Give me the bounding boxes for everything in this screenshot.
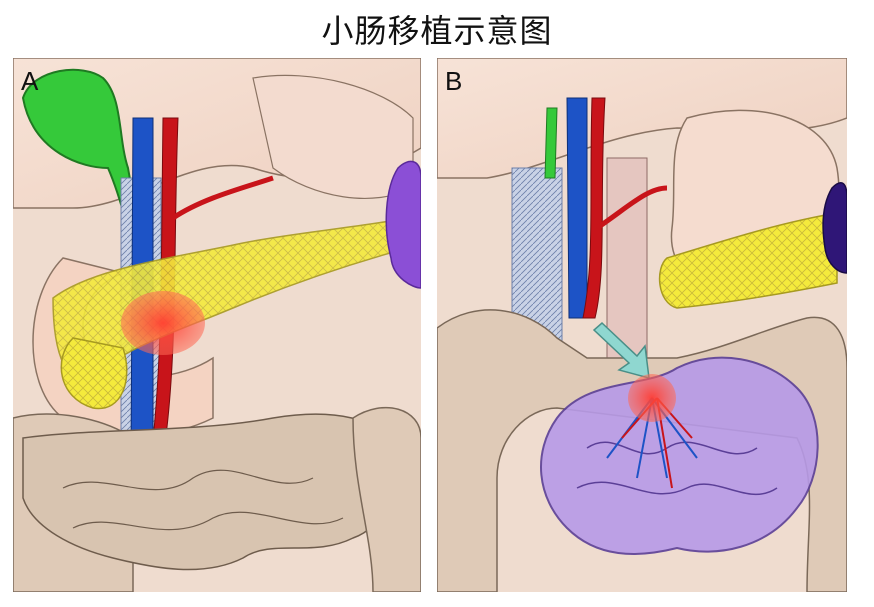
stomach-shape bbox=[252, 74, 414, 199]
panel-b-illustration bbox=[437, 58, 847, 592]
arrow-icon bbox=[592, 321, 650, 380]
figure-title: 小肠移植示意图 bbox=[321, 12, 553, 50]
panel-a-illustration bbox=[13, 58, 421, 592]
spleen-shape bbox=[822, 182, 847, 274]
panel-a: A bbox=[13, 58, 421, 592]
splenic-artery-shape bbox=[171, 175, 274, 221]
spleen-shape bbox=[385, 160, 421, 289]
panel-b-label: B bbox=[445, 66, 463, 96]
pancreas-head-shape bbox=[60, 337, 128, 410]
bile-duct-shape bbox=[544, 107, 558, 179]
splenic-artery-shape bbox=[595, 185, 668, 231]
vein-shape bbox=[566, 97, 588, 319]
panel-a-label: A bbox=[21, 66, 39, 96]
anastomosis-highlight bbox=[628, 374, 676, 422]
pancreas-shape bbox=[658, 212, 838, 309]
panel-b: B bbox=[437, 58, 847, 592]
colon-right-shape bbox=[352, 406, 421, 592]
small-bowel-shape bbox=[22, 413, 397, 571]
graft-shape bbox=[540, 356, 819, 555]
bowel-loops-shape bbox=[62, 469, 344, 531]
graft-vein-shape bbox=[606, 397, 698, 479]
graft-loops-shape bbox=[576, 441, 778, 495]
artery-shape bbox=[582, 97, 606, 319]
graft-site-highlight bbox=[121, 291, 205, 355]
